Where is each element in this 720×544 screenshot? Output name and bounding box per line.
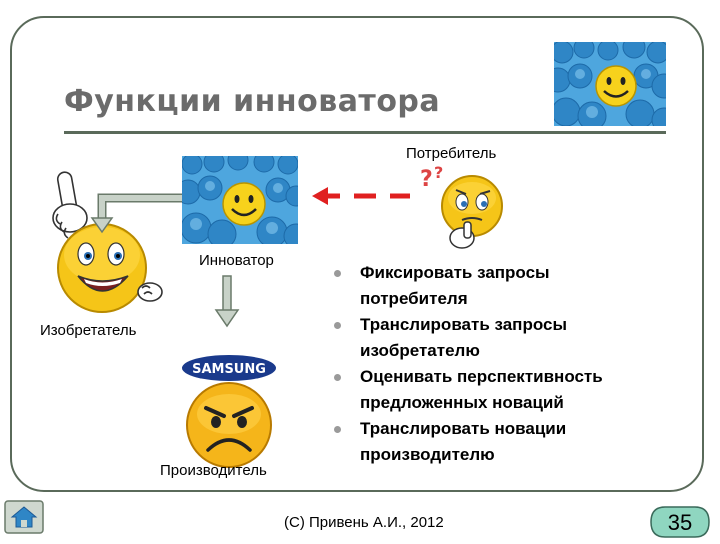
samsung-logo: SAMSUNG xyxy=(181,354,277,382)
page-number: 35 xyxy=(667,510,693,535)
bullet-icon xyxy=(334,322,341,329)
footer-copyright: (C) Привень А.И., 2012 xyxy=(284,514,444,531)
bullet-icon xyxy=(334,270,341,277)
slide-title: Функции инноватора xyxy=(64,84,441,119)
slide-frame xyxy=(10,16,704,492)
bullet-icon xyxy=(334,426,341,433)
producer-label: Производитель xyxy=(160,462,267,479)
consumer-smiley: ? ? xyxy=(418,160,510,256)
consumer-label: Потребитель xyxy=(406,145,497,162)
innovator-to-inventor-arrow xyxy=(90,193,182,234)
function-item: Транслировать запросы изобретателю xyxy=(330,312,660,364)
page-number-badge: 35 xyxy=(649,505,711,539)
inventor-label: Изобретатель xyxy=(40,322,137,339)
svg-text:?: ? xyxy=(420,167,433,192)
consumer-to-innovator-arrow xyxy=(312,187,410,205)
innovator-functions-list: Фиксировать запросы потребителя Транслир… xyxy=(330,260,660,468)
innovator-label: Инноватор xyxy=(199,252,274,269)
inventor-smiley xyxy=(38,160,163,315)
innovator-to-producer-arrow xyxy=(214,275,240,328)
function-item: Фиксировать запросы потребителя xyxy=(330,260,660,312)
function-item: Оценивать перспективность предложенных н… xyxy=(330,364,660,416)
function-item: Транслировать новации производителю xyxy=(330,416,660,468)
home-button[interactable] xyxy=(4,500,44,534)
home-icon xyxy=(4,500,44,534)
title-divider xyxy=(64,131,666,134)
crowd-smiley-image-corner xyxy=(554,42,666,126)
samsung-logo-text: SAMSUNG xyxy=(192,362,266,377)
producer-smiley xyxy=(184,380,274,470)
svg-text:?: ? xyxy=(434,163,443,182)
bullet-icon xyxy=(334,374,341,381)
innovator-crowd-image xyxy=(182,156,298,244)
